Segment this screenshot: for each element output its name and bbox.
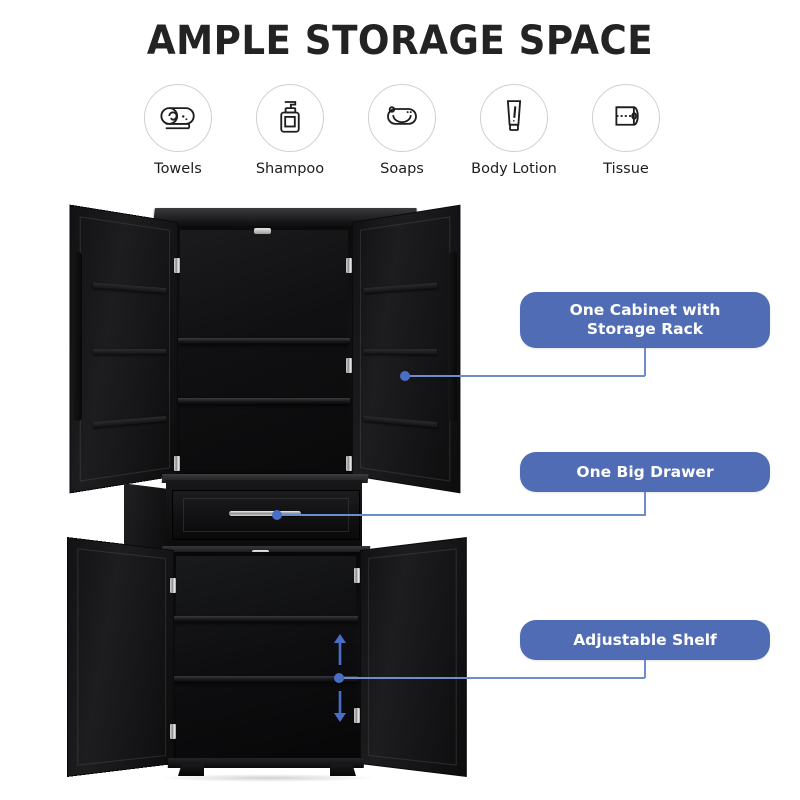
lower-door-left-panel (77, 548, 166, 766)
product-shadow (158, 774, 378, 782)
rolled-towel-icon (157, 95, 199, 142)
upper-right-hinge-bottom (346, 456, 352, 471)
feature-label-tissue: Tissue (603, 161, 649, 177)
feature-item-towels: Towels (128, 84, 228, 177)
upper-door-latch (254, 228, 271, 234)
lower-right-hinge-bottom (354, 708, 360, 723)
icon-circle-shampoo (256, 84, 324, 152)
callout-2-line-1: One Big Drawer (576, 462, 714, 481)
feature-label-shampoo: Shampoo (255, 161, 325, 177)
upper-left-hinge-top (174, 258, 180, 273)
feature-item-tissue: Tissue (576, 84, 676, 177)
leader-line-2-horizontal (282, 514, 645, 516)
pump-bottle-icon (269, 95, 311, 142)
icon-circle-body-lotion (480, 84, 548, 152)
callout-1-line-2: Storage Rack (586, 320, 704, 338)
upper-left-rack-rail (72, 251, 82, 422)
leader-line-2-vertical (644, 492, 646, 516)
lotion-tube-icon (493, 95, 535, 142)
upper-right-hinge-top (346, 258, 352, 273)
callout-2-anchor-dot (272, 510, 282, 520)
callout-1-line-1: One Cabinet with (569, 301, 721, 320)
callout-3-line-1: Adjustable Shelf (573, 630, 717, 649)
shelf-up-arrow-icon (332, 632, 348, 671)
callout-one-big-drawer: One Big Drawer (520, 452, 770, 492)
upper-shelf-top (178, 338, 350, 344)
cabinet-foot-right (330, 764, 356, 776)
icon-circle-towels (144, 84, 212, 152)
icon-circle-tissue (592, 84, 660, 152)
lower-door-left[interactable] (67, 537, 174, 777)
callout-3-anchor-dot (334, 673, 344, 683)
lower-shelf-top (174, 616, 358, 622)
upper-left-rack-shelf-2 (92, 349, 167, 355)
lower-left-hinge-top (170, 578, 176, 593)
icon-circle-soaps (368, 84, 436, 152)
lower-right-hinge-top (354, 568, 360, 583)
callout-1-anchor-dot (400, 371, 410, 381)
lower-left-hinge-bottom (170, 724, 176, 739)
feature-icon-strip: Towels Shampoo (128, 84, 676, 188)
lower-shelf-bottom (174, 676, 358, 682)
drawer-handle[interactable] (229, 511, 301, 516)
page-title: AMPLE STORAGE SPACE (146, 18, 654, 64)
upper-left-hinge-bottom (174, 456, 180, 471)
upper-shelf-bottom (178, 398, 350, 404)
leader-line-1-horizontal (409, 375, 645, 377)
leader-line-3-horizontal (344, 677, 645, 679)
product-image (62, 198, 482, 782)
feature-label-towels: Towels (154, 161, 202, 177)
callout-cabinet-storage-rack: One Cabinet with Storage Rack (520, 292, 770, 348)
upper-door-right[interactable] (352, 204, 461, 494)
soap-dish-icon (381, 95, 423, 142)
lower-door-right[interactable] (360, 537, 467, 777)
cabinet-foot-left (178, 764, 204, 776)
shelf-down-arrow-icon (332, 690, 348, 729)
feature-label-body-lotion: Body Lotion (471, 161, 557, 177)
upper-cabinet-interior (180, 230, 348, 470)
feature-item-soaps: Soaps (352, 84, 452, 177)
callout-adjustable-shelf: Adjustable Shelf (520, 620, 770, 660)
upper-right-rack-shelf-2 (363, 349, 438, 355)
feature-label-soaps: Soaps (380, 161, 424, 177)
lower-cabinet-interior (176, 556, 356, 760)
feature-item-shampoo: Shampoo (240, 84, 340, 177)
upper-right-rack-rail (448, 251, 458, 422)
upper-right-hinge-mid (346, 358, 352, 373)
lower-door-right-panel (368, 548, 457, 766)
upper-door-left[interactable] (69, 204, 178, 494)
leader-line-3-vertical (644, 660, 646, 678)
feature-item-body-lotion: Body Lotion (464, 84, 564, 177)
toilet-paper-roll-icon (605, 95, 647, 142)
leader-line-1-vertical (644, 348, 646, 376)
